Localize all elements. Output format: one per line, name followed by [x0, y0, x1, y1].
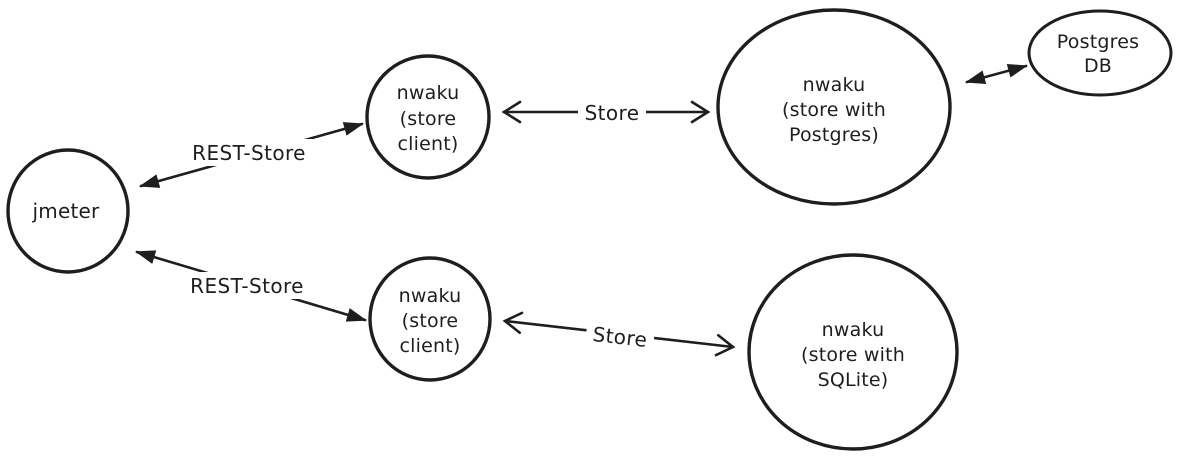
node-postgres-db[interactable]: Postgres DB	[1027, 9, 1173, 97]
node-jmeter[interactable]: jmeter	[6, 148, 130, 274]
node-label-line: SQLite)	[818, 369, 889, 391]
node-label-line: (store	[402, 310, 459, 332]
postgres-db-ellipse[interactable]	[1027, 9, 1173, 97]
node-label-line: jmeter	[32, 199, 100, 223]
edge-postgres-node-to-postgres-db[interactable]	[965, 63, 1028, 85]
node-nwaku-store-postgres[interactable]: nwaku (store with Postgres)	[716, 8, 952, 206]
node-label-line: Postgres)	[789, 124, 879, 146]
node-label-line: nwaku	[397, 82, 460, 104]
edge-label-bg	[578, 99, 646, 126]
node-nwaku-store-client-bottom[interactable]: nwaku (store client)	[368, 256, 492, 382]
node-nwaku-store-sqlite[interactable]: nwaku (store with SQLite)	[747, 253, 959, 451]
node-label-line: (store	[400, 108, 457, 130]
node-label-line: Postgres	[1057, 31, 1139, 53]
edge-label-bg	[185, 139, 313, 166]
edge-label-store-top[interactable]: Store	[578, 99, 646, 126]
edge-label-text[interactable]: REST-Store	[192, 141, 306, 165]
node-label-line: nwaku	[399, 285, 462, 307]
node-label-line: DB	[1084, 55, 1112, 77]
store-postgres-circle[interactable]	[716, 8, 952, 206]
edge-label-bg	[183, 272, 311, 299]
edge-label-store-bottom[interactable]: Store	[584, 320, 656, 355]
store-sqlite-circle[interactable]	[747, 253, 959, 451]
node-label-line: client)	[400, 335, 461, 357]
node-label-line: (store with	[801, 344, 905, 366]
edge-label-text[interactable]: REST-Store	[190, 274, 304, 298]
edge-line-postgres-db[interactable]	[965, 63, 1028, 85]
jmeter-circle[interactable]	[6, 148, 130, 274]
edge-label-bg	[584, 320, 656, 355]
node-label-line: (store with	[782, 99, 886, 121]
store-client-bottom-circle[interactable]	[368, 256, 492, 382]
edge-label-rest-store-bottom[interactable]: REST-Store	[183, 272, 311, 299]
node-nwaku-store-client-top[interactable]: nwaku (store client)	[365, 54, 491, 180]
store-client-top-circle[interactable]	[365, 54, 491, 180]
node-label-line: client)	[398, 133, 459, 155]
node-label-line: nwaku	[822, 319, 885, 341]
edge-label-rest-store-top[interactable]: REST-Store	[185, 139, 313, 166]
node-label-line: nwaku	[803, 74, 866, 96]
edge-label-text[interactable]: Store	[585, 101, 640, 125]
